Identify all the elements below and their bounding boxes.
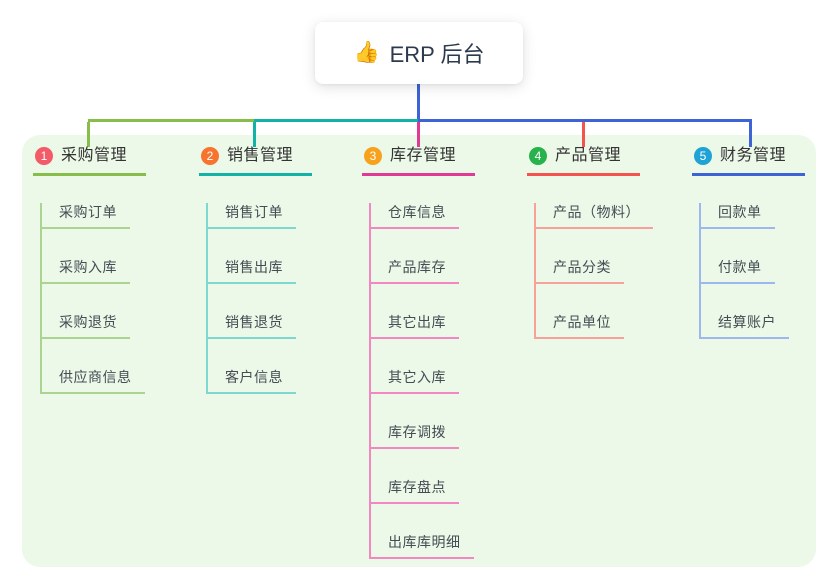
- branch-children: 销售订单销售出库销售退货客户信息: [206, 203, 369, 394]
- branch-children: 回款单付款单结算账户: [699, 203, 839, 339]
- branch-title[interactable]: 2 销售管理: [199, 146, 312, 176]
- child-node[interactable]: 库存盘点: [371, 478, 459, 504]
- root-node[interactable]: 👍 ERP 后台: [315, 22, 523, 84]
- child-node[interactable]: 其它出库: [371, 313, 459, 339]
- branch-title[interactable]: 4 产品管理: [527, 146, 640, 176]
- child-node[interactable]: 其它入库: [371, 368, 459, 394]
- branch-title[interactable]: 5 财务管理: [692, 146, 805, 176]
- connector-line: [253, 122, 256, 147]
- child-node[interactable]: 回款单: [701, 203, 775, 229]
- connector-line: [88, 119, 254, 122]
- child-node[interactable]: 产品库存: [371, 258, 459, 284]
- branch-title[interactable]: 1 采购管理: [33, 146, 146, 176]
- child-node[interactable]: 销售订单: [208, 203, 296, 229]
- branch-number-badge: 5: [694, 147, 712, 165]
- branch-title-label: 采购管理: [61, 147, 128, 164]
- child-node[interactable]: 付款单: [701, 258, 775, 284]
- child-node[interactable]: 产品单位: [536, 313, 624, 339]
- child-node[interactable]: 出库库明细: [371, 533, 474, 559]
- branch-5: 5 财务管理回款单付款单结算账户: [692, 146, 839, 339]
- branch-children: 产品（物料） 产品分类产品单位: [534, 203, 697, 339]
- connector-line: [582, 122, 585, 147]
- child-node[interactable]: 产品（物料）: [536, 203, 653, 229]
- child-node[interactable]: 采购退货: [42, 313, 130, 339]
- mindmap-panel: [22, 135, 816, 567]
- child-node[interactable]: 采购订单: [42, 203, 130, 229]
- branch-number-badge: 1: [35, 147, 53, 165]
- child-node[interactable]: 供应商信息: [42, 368, 145, 394]
- branch-number-badge: 2: [201, 147, 219, 165]
- branch-children: 采购订单采购入库采购退货供应商信息: [40, 203, 203, 394]
- connector-line: [749, 122, 752, 147]
- branch-title-label: 产品管理: [555, 147, 622, 164]
- child-node[interactable]: 销售出库: [208, 258, 296, 284]
- branch-2: 2 销售管理销售订单销售出库销售退货客户信息: [199, 146, 369, 394]
- connector-line: [87, 122, 90, 147]
- child-node[interactable]: 库存调拨: [371, 423, 459, 449]
- thumbs-up-icon: 👍: [353, 41, 380, 64]
- child-node[interactable]: 客户信息: [208, 368, 296, 394]
- branch-4: 4 产品管理产品（物料） 产品分类产品单位: [527, 146, 697, 339]
- connector-line: [254, 119, 418, 122]
- branch-number-badge: 3: [364, 147, 382, 165]
- connector-line: [417, 122, 420, 147]
- branch-number-badge: 4: [529, 147, 547, 165]
- connector-line: [418, 119, 752, 122]
- child-node[interactable]: 采购入库: [42, 258, 130, 284]
- child-node[interactable]: 仓库信息: [371, 203, 459, 229]
- branch-children: 仓库信息产品库存其它出库其它入库库存调拨库存盘点出库库明细: [369, 203, 532, 559]
- connector-line: [417, 83, 420, 122]
- branch-title[interactable]: 3 库存管理: [362, 146, 475, 176]
- branch-3: 3 库存管理仓库信息产品库存其它出库其它入库库存调拨库存盘点出库库明细: [362, 146, 532, 559]
- child-node[interactable]: 销售退货: [208, 313, 296, 339]
- branch-title-label: 库存管理: [390, 147, 457, 164]
- branch-title-label: 财务管理: [720, 147, 787, 164]
- child-node[interactable]: 产品分类: [536, 258, 624, 284]
- branch-1: 1 采购管理采购订单采购入库采购退货供应商信息: [33, 146, 203, 394]
- branch-title-label: 销售管理: [227, 147, 294, 164]
- child-node[interactable]: 结算账户: [701, 313, 789, 339]
- root-title: ERP 后台: [389, 42, 485, 67]
